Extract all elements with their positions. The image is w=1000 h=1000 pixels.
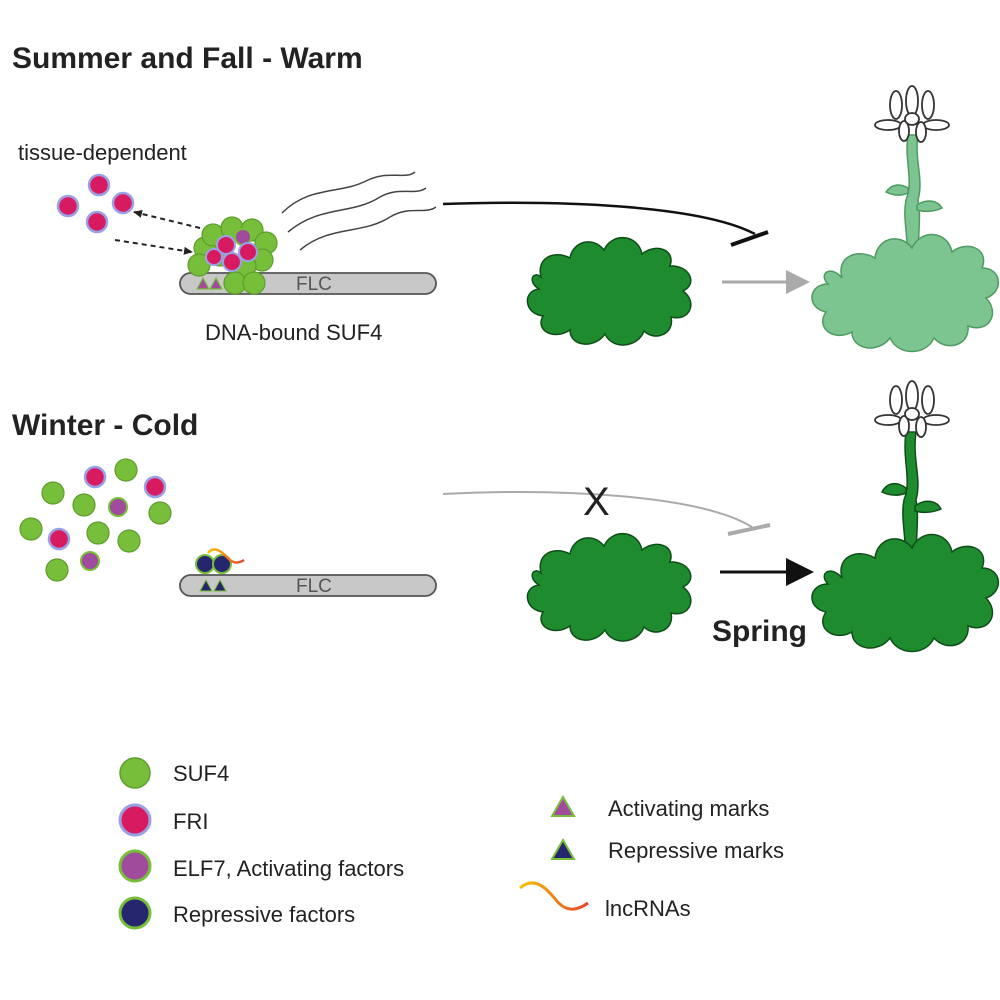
legend-activating-marks-swatch: [550, 795, 576, 817]
legend-suf4-swatch: [119, 757, 151, 789]
legend-lncrnas-label: lncRNAs: [605, 896, 691, 921]
rosette-light: [811, 233, 999, 353]
flower-head: [874, 85, 950, 143]
rosette-flowering: [811, 533, 999, 653]
rosette-summer: [526, 236, 692, 346]
legend: SUF4 FRI ELF7, Activating factors Repres…: [118, 757, 784, 930]
inhibition-line-active: [442, 201, 756, 236]
suf4-circle: [86, 521, 110, 545]
flower-head: [874, 380, 950, 438]
suf4-circle: [45, 558, 69, 582]
legend-fri-swatch: [118, 803, 152, 837]
stem-leaf: [916, 200, 944, 213]
suf4-circle: [148, 501, 172, 525]
stem-leaf: [914, 500, 943, 514]
flowering-arrowhead: [786, 558, 814, 586]
legend-activating-marks-label: Activating marks: [608, 796, 769, 821]
flc-transcripts: [281, 171, 437, 251]
stem-leaf: [880, 482, 907, 496]
fri-circle: [56, 194, 80, 218]
legend-repressive-factors-label: Repressive factors: [173, 902, 355, 927]
inhibition-line-inactive: [442, 491, 753, 528]
shuttle-arrows: [114, 209, 201, 255]
free-fri-proteins: [56, 173, 135, 234]
suf4-fri-complex: [187, 216, 278, 295]
flc-label: FLC: [296, 274, 332, 295]
activating-mark: [195, 276, 211, 290]
elf7-circle: [108, 497, 128, 517]
dna-bound-suf4-label: DNA-bound SUF4: [205, 320, 382, 345]
dashed-arrow-in: [114, 239, 193, 255]
flc-label: FLC: [296, 576, 332, 597]
plant-light: [811, 85, 999, 353]
free-proteins-winter: [19, 458, 172, 582]
x-mark: X: [583, 480, 610, 524]
repressive-mark: [213, 578, 227, 592]
suf4-circle: [114, 458, 138, 482]
dna-strand-winter: FLC: [179, 548, 437, 597]
legend-fri-label: FRI: [173, 809, 208, 834]
fri-circle: [143, 475, 167, 499]
legend-elf7-swatch: [118, 849, 152, 883]
rosette-winter: [526, 532, 692, 642]
spring-label: Spring: [712, 615, 807, 648]
legend-suf4-label: SUF4: [173, 761, 229, 786]
legend-lncrna-swatch: [519, 881, 589, 911]
suf4-circle: [41, 481, 65, 505]
fri-circle: [85, 210, 109, 234]
repressive-mark: [199, 578, 213, 592]
tissue-dependent-label: tissue-dependent: [18, 140, 187, 165]
dna-strand-summer: FLC: [179, 272, 437, 295]
suf4-circle: [117, 529, 141, 553]
fri-circle: [47, 527, 71, 551]
stem-leaf: [884, 184, 909, 196]
elf7-circle: [80, 551, 100, 571]
winter-title: Winter - Cold: [12, 409, 198, 442]
fri-circle: [205, 248, 223, 266]
flc-dna-bar: [179, 574, 437, 597]
suf4-circle: [72, 493, 96, 517]
legend-repressive-marks-swatch: [550, 838, 576, 860]
summer-fall-title: Summer and Fall - Warm: [12, 42, 363, 75]
legend-repressive-factors-swatch: [118, 896, 152, 930]
fri-circle: [83, 465, 107, 489]
inhibition-bar-active: [730, 230, 769, 247]
fri-circle: [111, 191, 135, 215]
repressive-factor-circle: [212, 554, 232, 574]
fri-circle: [238, 242, 258, 262]
inhibition-bar-inactive: [727, 523, 771, 536]
fri-circle: [222, 252, 242, 272]
suf4-circle: [19, 517, 43, 541]
lncrna-squiggle: [207, 548, 245, 564]
fri-circle: [87, 173, 111, 197]
plant-flowering: [811, 380, 999, 653]
dashed-arrow-out: [133, 209, 201, 229]
suf4-circle: [242, 271, 266, 295]
repressive-factor-circle: [195, 554, 215, 574]
activating-mark: [208, 276, 224, 290]
legend-repressive-marks-label: Repressive marks: [608, 838, 784, 863]
flowering-arrowhead-blocked: [786, 270, 810, 294]
legend-elf7-label: ELF7, Activating factors: [173, 856, 404, 881]
